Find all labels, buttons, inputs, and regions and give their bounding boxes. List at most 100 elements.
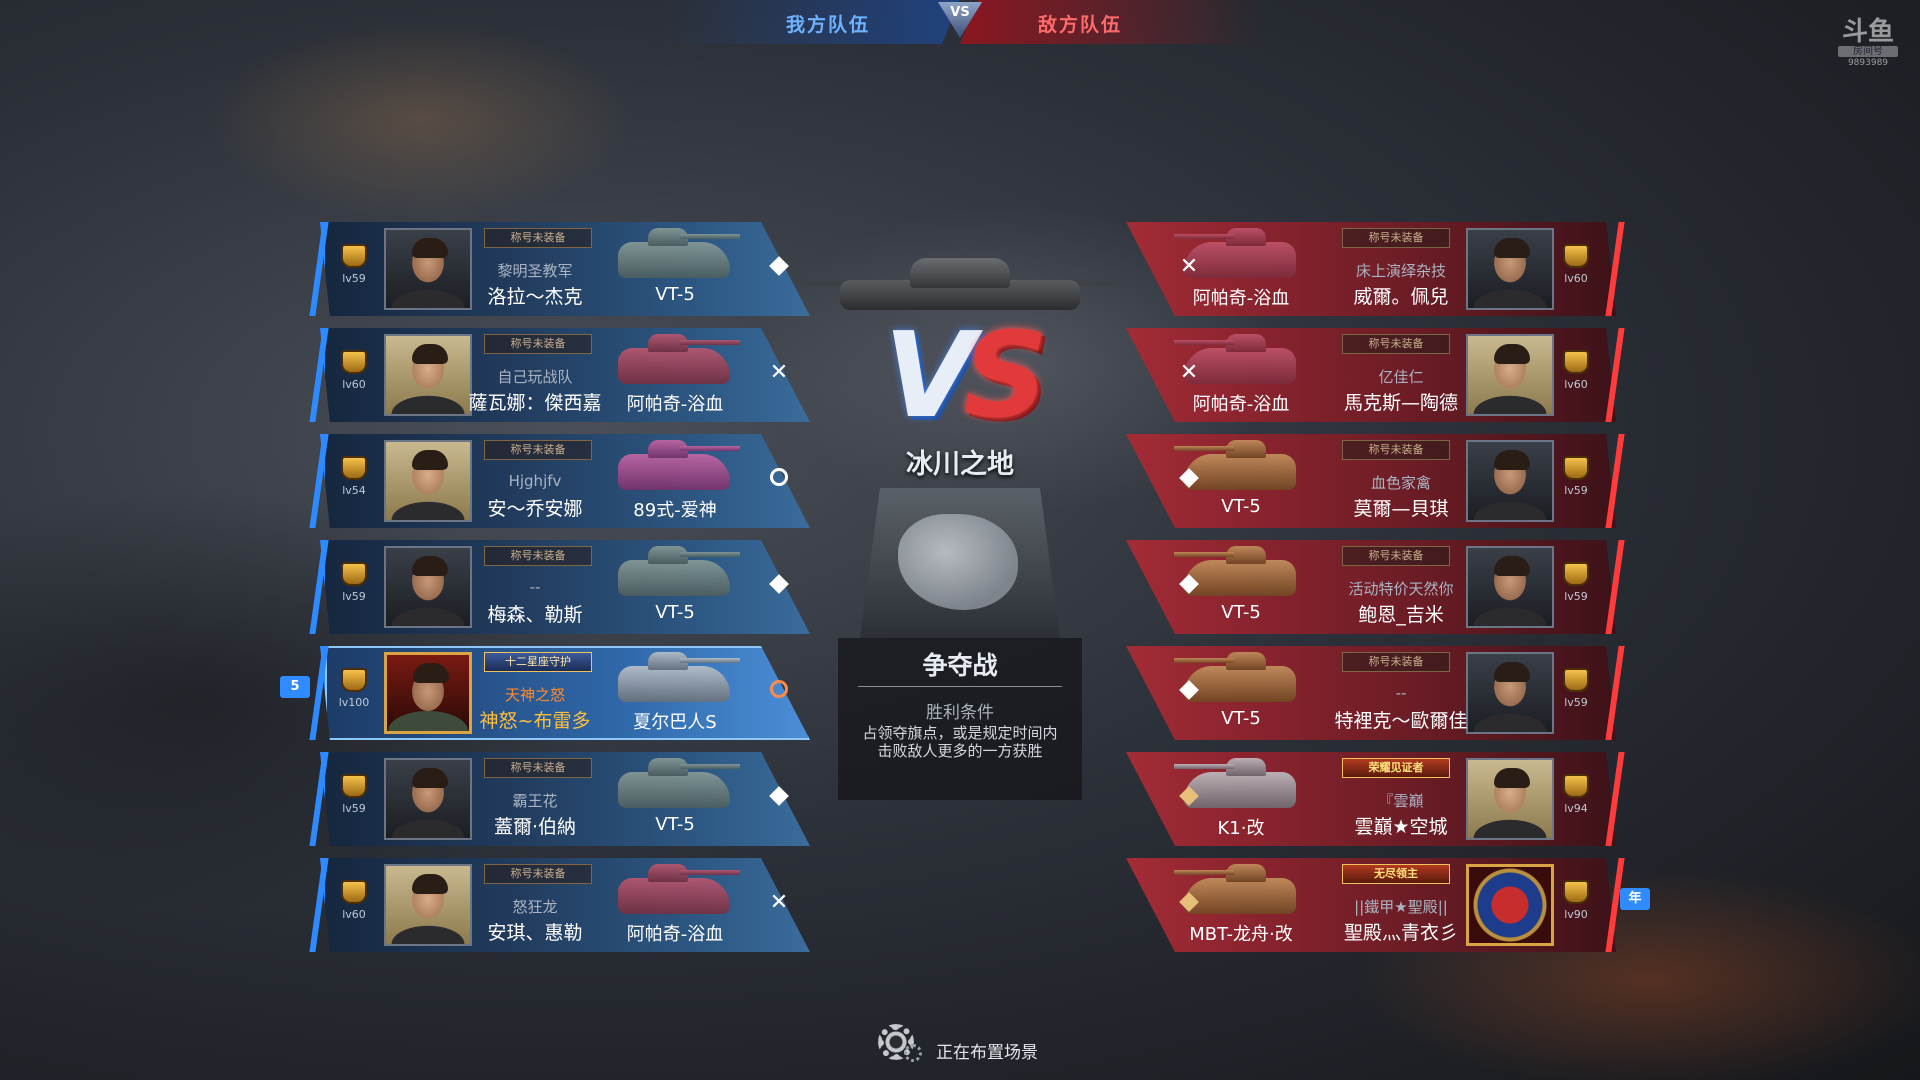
avatar-hair <box>1494 662 1530 682</box>
vs-tank-illustration <box>800 240 1120 320</box>
player-status-icon: ✕ <box>768 892 790 914</box>
rank-badge: lv100 <box>332 668 376 709</box>
avatar-hair <box>1494 450 1530 470</box>
tank-silhouette <box>618 546 740 596</box>
ring-icon <box>770 680 788 698</box>
player-avatar <box>1466 546 1554 628</box>
tank-name: VT-5 <box>655 814 695 835</box>
player-status-icon: ✕ <box>768 362 790 384</box>
player-avatar <box>384 334 472 416</box>
player-level: lv94 <box>1564 802 1588 815</box>
player-title-badge: 荣耀见证者 <box>1342 758 1450 778</box>
watermark-room-label: 房间号 <box>1838 46 1898 57</box>
enemy-team-tab: 敌方队伍 <box>960 0 1260 44</box>
player-avatar <box>384 440 472 522</box>
player-guild: 怒狂龙 <box>512 898 558 916</box>
rank-crown-icon <box>1563 350 1589 374</box>
tank-silhouette <box>618 758 740 808</box>
tank-image: 阿帕奇-浴血 <box>1166 226 1316 312</box>
tank-silhouette <box>1184 348 1296 384</box>
player-name: 蓋爾·伯納 <box>493 816 577 838</box>
player-title-badge: 无尽领主 <box>1342 864 1450 884</box>
tank-name: MBT-龙舟·改 <box>1189 924 1293 945</box>
rank-badge: lv54 <box>332 456 376 497</box>
avatar-hair <box>412 238 448 258</box>
diamond-icon <box>1179 892 1199 912</box>
rank-crown-icon <box>341 774 367 798</box>
player-avatar <box>1466 228 1554 310</box>
player-status-icon <box>768 574 790 596</box>
player-level: lv54 <box>342 484 366 497</box>
rank-badge: lv59 <box>332 562 376 603</box>
rank-badge: lv60 <box>332 350 376 391</box>
player-name: 安琪、惠勒 <box>487 922 583 944</box>
player-avatar <box>1466 334 1554 416</box>
player-name: 鲍恩_吉米 <box>1358 604 1444 626</box>
player-level: lv59 <box>1564 696 1588 709</box>
tank-silhouette <box>1184 454 1296 490</box>
player-name: 安～乔安娜 <box>487 498 583 520</box>
player-level: lv60 <box>1564 272 1588 285</box>
player-name: 特裡克～歐爾佳 <box>1334 710 1468 732</box>
player-name: 神怒~布雷多 <box>479 710 591 732</box>
tank-image: VT-5 <box>1166 650 1316 736</box>
player-level: lv59 <box>1564 484 1588 497</box>
destroyed-x-icon: ✕ <box>769 360 789 385</box>
player-status-icon <box>768 680 790 702</box>
rank-badge: lv59 <box>1554 456 1598 497</box>
tank-image: VT-5 <box>600 756 750 842</box>
player-name: 洛拉～杰克 <box>487 286 583 308</box>
player-guild: Hjghjfv <box>508 472 562 490</box>
player-avatar <box>384 652 472 734</box>
player-guild: 天神之怒 <box>504 686 565 704</box>
player-guild: 血色家禽 <box>1370 474 1431 492</box>
player-level: lv90 <box>1564 908 1588 921</box>
game-mode-panel: 争夺战 胜利条件 占领夺旗点，或是规定时间内击败敌人更多的一方获胜 <box>838 638 1082 800</box>
vs-logo-s: S <box>963 306 1048 444</box>
rank-crown-icon <box>1563 244 1589 268</box>
vip-badge: 5 <box>280 676 310 698</box>
diamond-icon <box>769 574 789 594</box>
avatar-hair <box>1494 344 1530 364</box>
player-status-icon: ✕ <box>1178 256 1200 278</box>
tank-image: 89式-爱神 <box>600 438 750 524</box>
vs-logo: VS <box>870 310 1050 440</box>
player-guild: 亿佳仁 <box>1378 368 1424 386</box>
game-mode-title: 争夺战 <box>922 651 998 680</box>
tank-image: 阿帕奇-浴血 <box>1166 332 1316 418</box>
tank-name: 89式-爱神 <box>633 500 717 521</box>
player-avatar <box>384 758 472 840</box>
player-title-badge: 称号未装备 <box>1342 440 1450 460</box>
rank-badge: lv59 <box>332 774 376 815</box>
map-preview <box>860 488 1060 638</box>
destroyed-x-icon: ✕ <box>1179 254 1199 279</box>
tank-name: VT-5 <box>1221 496 1261 517</box>
tank-silhouette <box>618 334 740 384</box>
player-avatar <box>1466 758 1554 840</box>
player-avatar <box>1466 440 1554 522</box>
player-status-icon <box>768 256 790 278</box>
player-title-badge: 称号未装备 <box>484 758 592 778</box>
player-name: 聖殿灬青衣彡 <box>1343 922 1458 944</box>
player-name: 雲巔★空城 <box>1354 816 1448 838</box>
diamond-icon <box>1179 680 1199 700</box>
diamond-icon <box>1179 574 1199 594</box>
rank-crown-icon <box>341 244 367 268</box>
player-status-icon <box>1178 892 1200 914</box>
avatar-hair <box>413 663 449 683</box>
player-title-badge: 称号未装备 <box>484 334 592 354</box>
